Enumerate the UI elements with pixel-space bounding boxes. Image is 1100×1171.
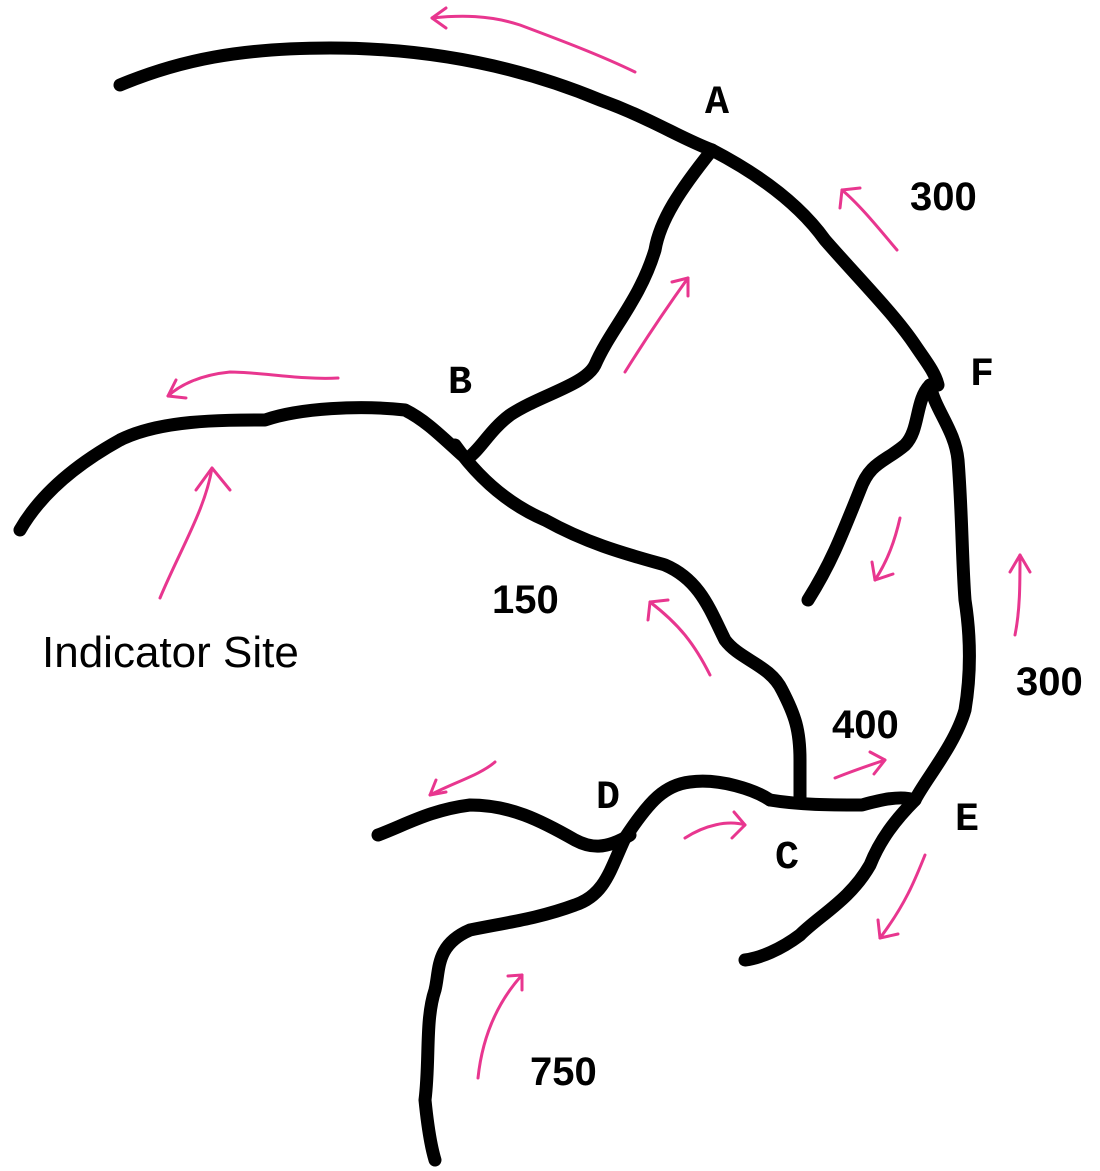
flow-arrow-d-left: [428, 760, 497, 797]
flow-arrow-inflow: [476, 973, 524, 1080]
flow-arrow-c-to-e: [833, 750, 887, 780]
flow-arrow-c-to-b: [646, 598, 712, 677]
flow-arrow-e-to-f: [1008, 553, 1032, 637]
vessel-d-left-branch: [371, 798, 637, 853]
node-label-a: A: [705, 81, 729, 126]
vessel-a-to-f: [705, 143, 945, 392]
node-label-c: C: [775, 836, 799, 881]
flow-value-labels: 300 300 150 400 750: [492, 175, 1083, 1094]
vessel-b-to-c: [448, 438, 807, 807]
flow-value-middle: 150: [492, 578, 559, 622]
flow-arrows: [158, 6, 1032, 1080]
vessel-network: [13, 41, 977, 1167]
vessel-f-to-e: [908, 378, 977, 807]
vessel-f-branch-down: [801, 378, 937, 607]
flow-arrow-d-to-c: [683, 810, 747, 840]
node-label-e: E: [955, 798, 979, 843]
flow-arrow-b-to-a: [623, 276, 690, 374]
node-label-f: F: [970, 353, 994, 398]
vessel-inflow-trunk: [418, 831, 632, 1167]
vessel-c-to-e: [763, 791, 922, 812]
flow-arrow-e-lower: [876, 853, 927, 940]
vessel-d-to-c: [618, 774, 777, 845]
node-labels: A B F D C E: [448, 81, 994, 881]
flow-value-upper-right: 300: [910, 175, 977, 219]
vessel-b-left-branch: [13, 401, 469, 537]
vessel-top-arc: [113, 41, 719, 157]
flow-value-inflow: 750: [530, 1050, 597, 1094]
vessel-e-lower-branch: [738, 793, 922, 967]
node-label-b: B: [448, 361, 472, 406]
flow-arrow-f-to-a: [838, 186, 899, 252]
vessel-a-to-b: [461, 143, 719, 465]
flow-value-c-to-e: 400: [832, 703, 899, 747]
flow-value-right: 300: [1016, 660, 1083, 704]
node-label-d: D: [596, 776, 620, 821]
flow-arrow-top-left: [430, 6, 637, 74]
flow-arrow-f-down-branch: [870, 516, 902, 582]
flow-arrow-b-left: [166, 370, 340, 400]
indicator-site-label: Indicator Site: [42, 628, 299, 677]
flow-arrow-indicator-site: [158, 466, 232, 600]
